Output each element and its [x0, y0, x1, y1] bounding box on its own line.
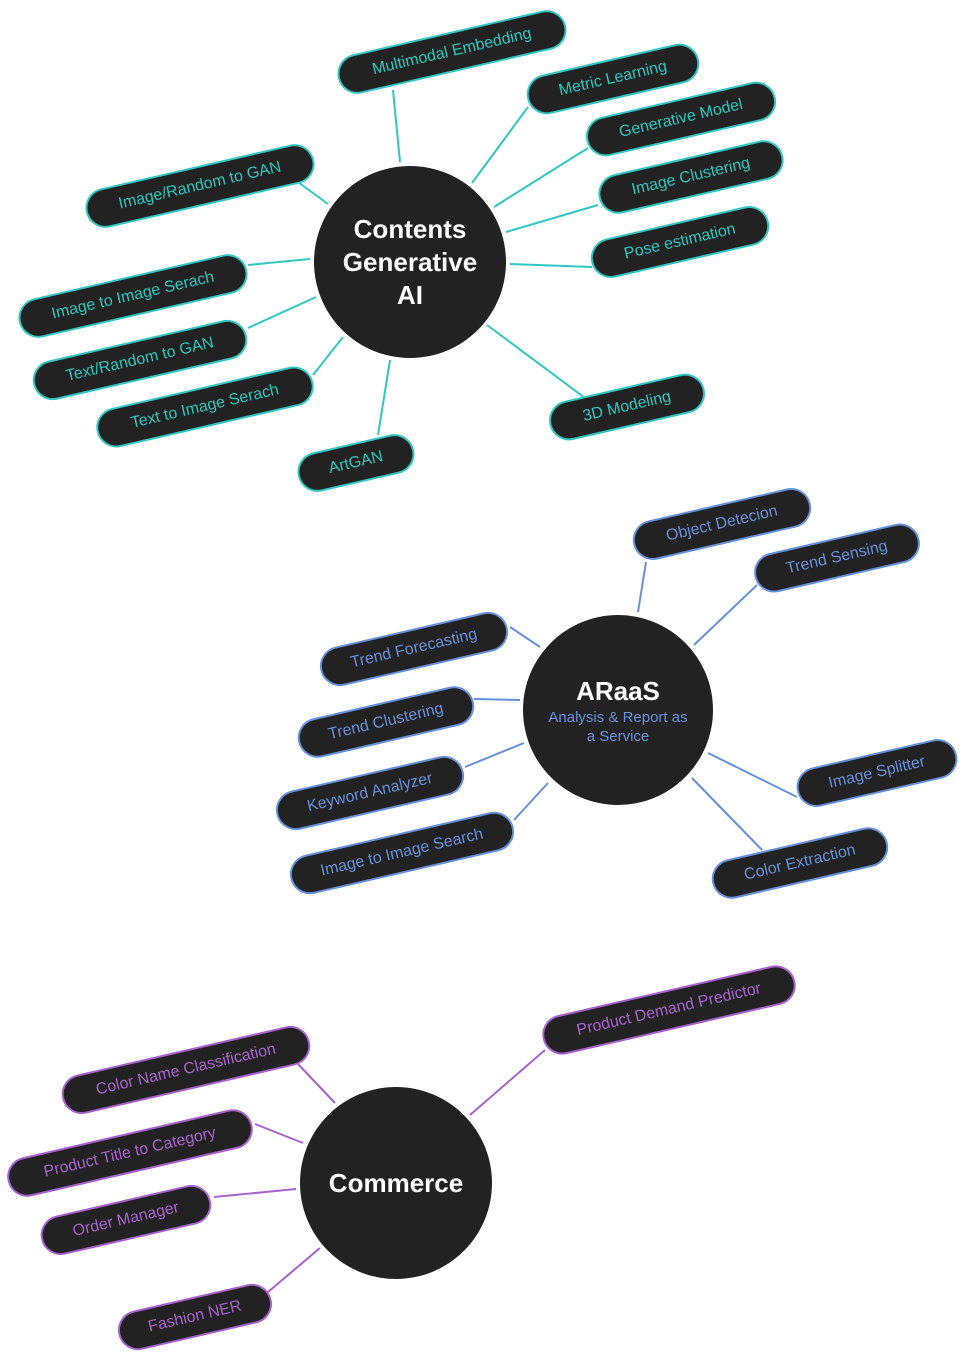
hub-title: Commerce	[328, 1167, 464, 1198]
hub-subtitle: Analysis & Report as a Service	[548, 708, 688, 745]
hub-contents-generative-ai[interactable]: Contents Generative AI	[314, 166, 506, 358]
hub-commerce[interactable]: Commerce	[300, 1087, 492, 1279]
hub-title: Contents Generative AI	[342, 213, 478, 310]
hub-araas[interactable]: ARaaS Analysis & Report as a Service	[523, 615, 713, 805]
hub-title: ARaaS	[576, 675, 660, 706]
